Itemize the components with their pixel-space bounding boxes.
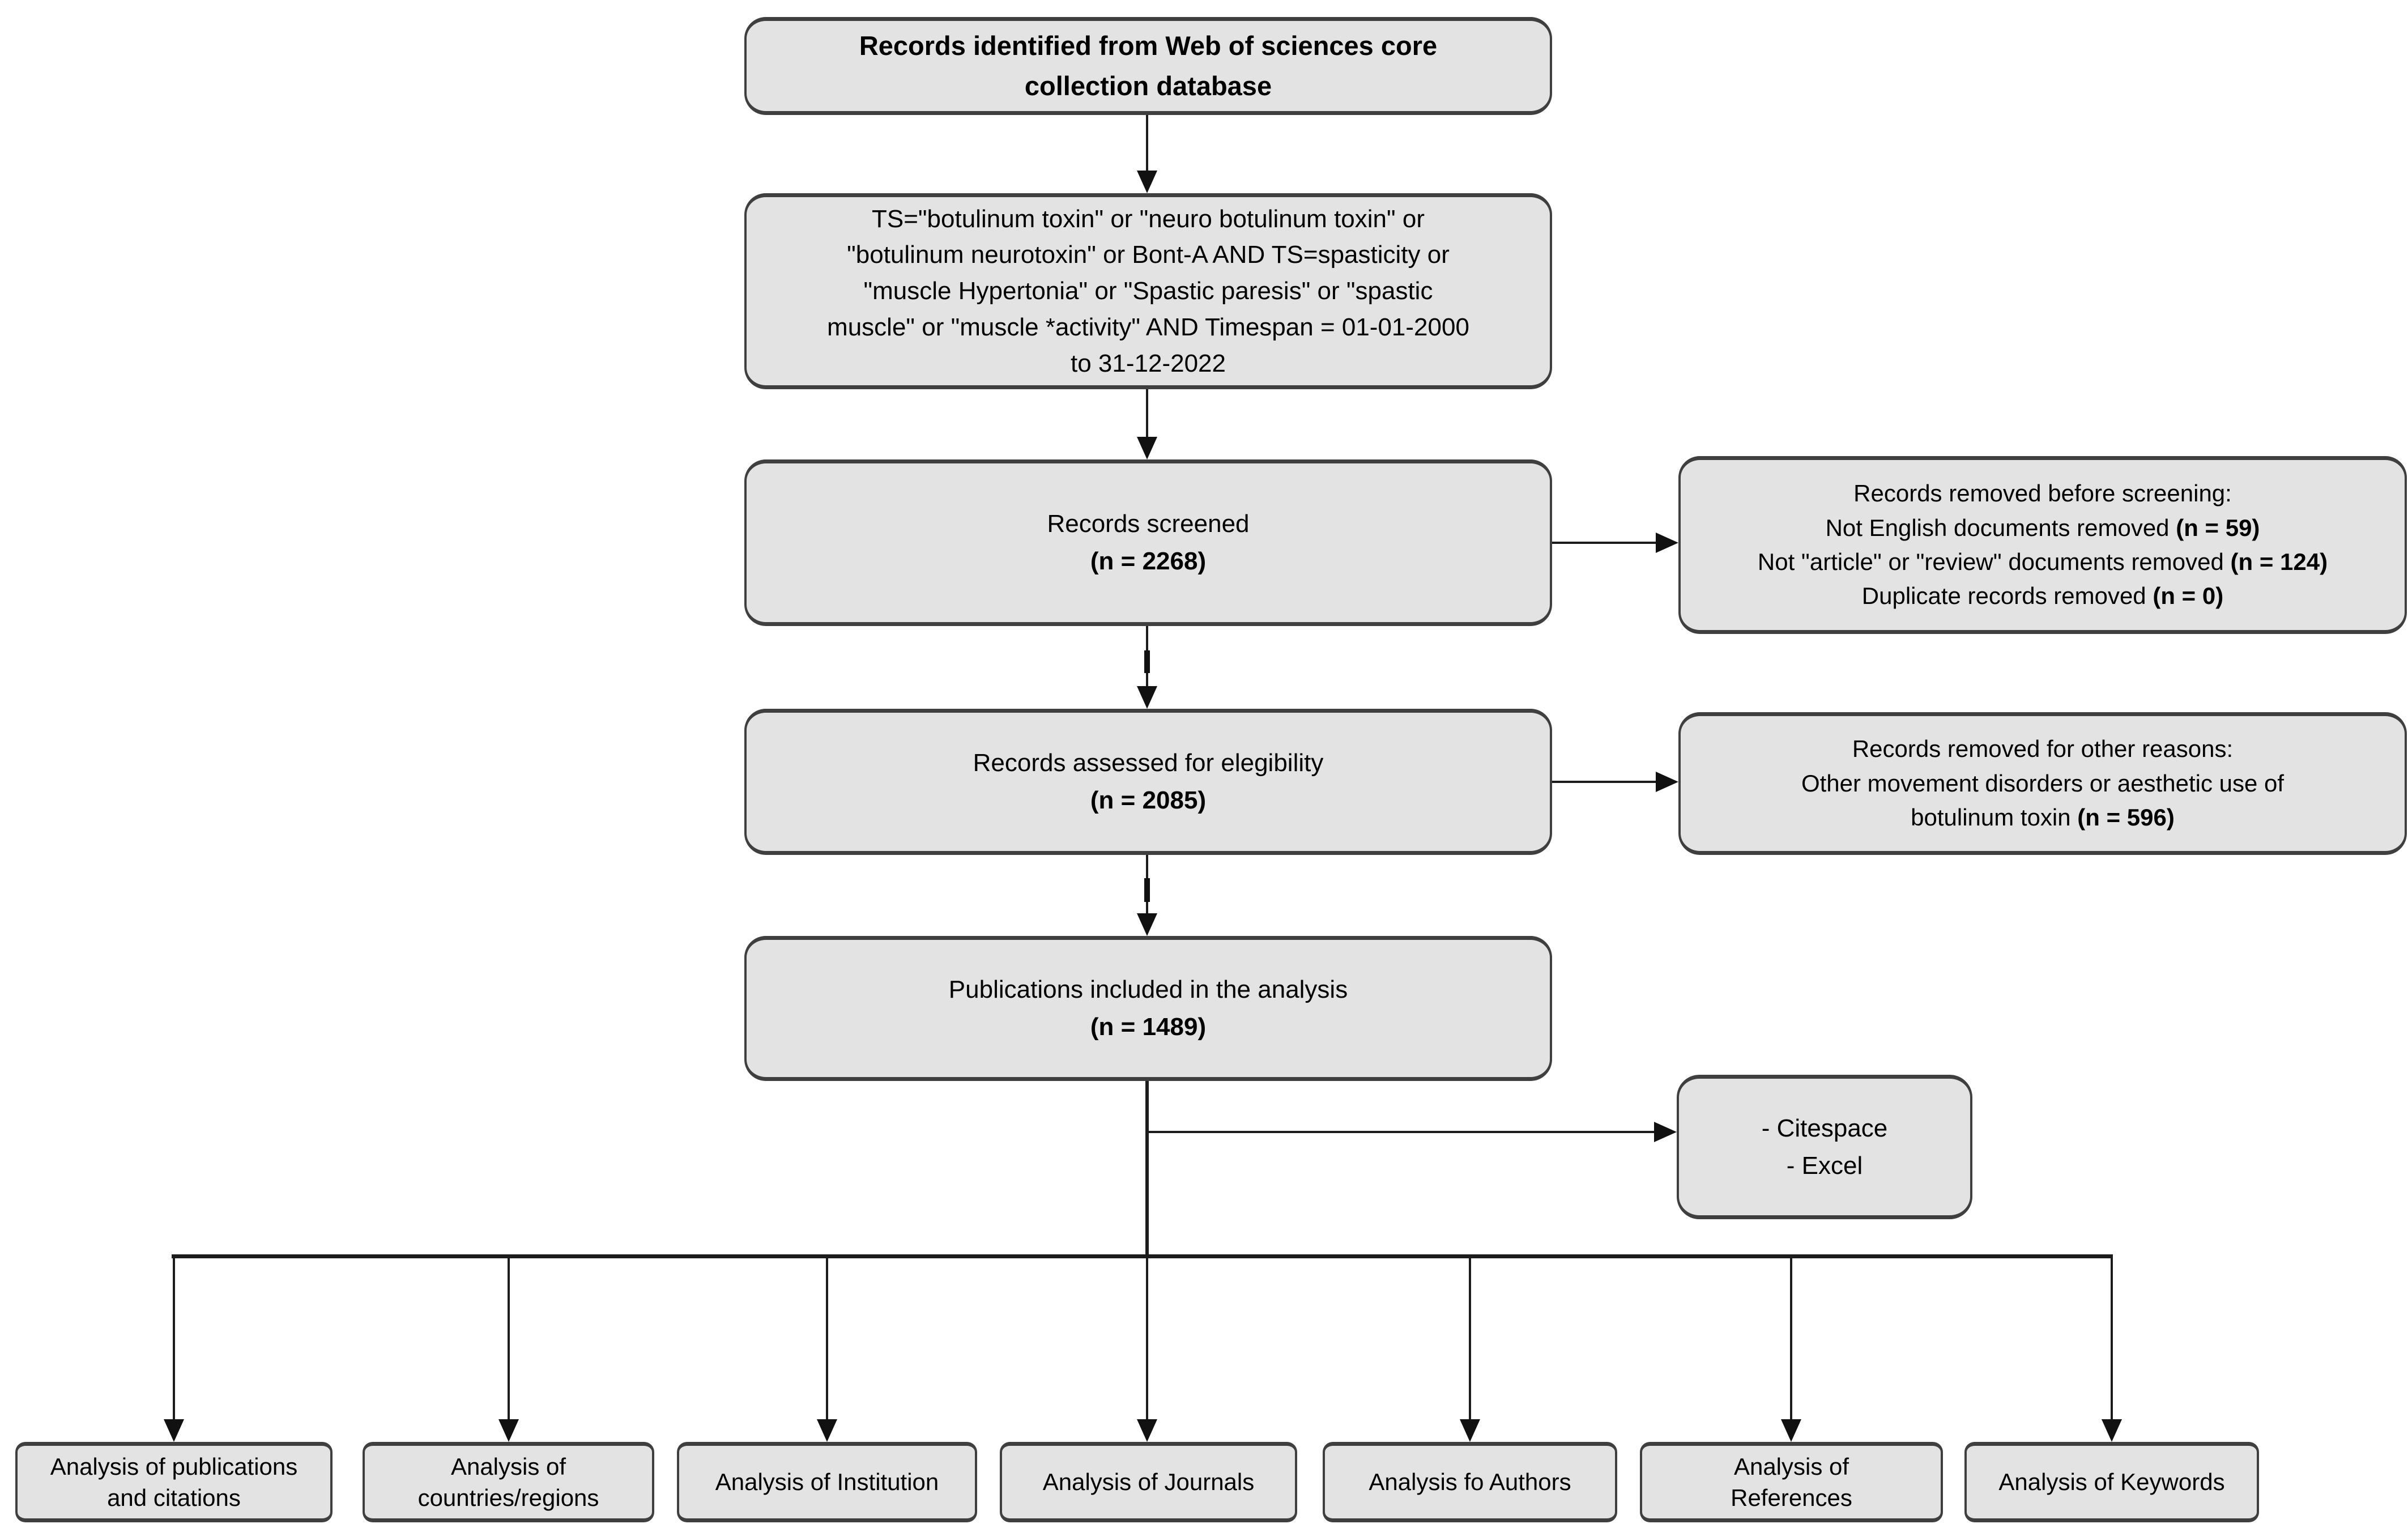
- arrowhead-down-icon: [498, 1419, 519, 1442]
- analysis-authors-label: Analysis fo Authors: [1369, 1469, 1571, 1496]
- records-assessed-count: (n = 2085): [1090, 786, 1207, 814]
- arrowhead-down-icon: [1137, 913, 1157, 936]
- arrowhead-down-icon: [1781, 1419, 1801, 1442]
- box-records-identified: Records identified from Web of sciences …: [744, 17, 1552, 115]
- box-analysis-keywords: Analysis of Keywords: [1964, 1442, 2259, 1522]
- publications-included-label: Publications included in the analysis: [948, 976, 1348, 1003]
- box-search-query: TS="botulinum toxin" or "neuro botulinum…: [744, 193, 1552, 389]
- connector-query-to-screened: [1146, 389, 1148, 440]
- box-records-screened: Records screened (n = 2268): [744, 459, 1552, 626]
- removed-other-title: Records removed for other reasons:: [1852, 735, 2234, 763]
- connector-identified-to-query: [1146, 115, 1148, 173]
- arrowhead-down-icon: [1137, 437, 1157, 459]
- analysis-institution-label: Analysis of Institution: [715, 1469, 939, 1496]
- records-screened-count: (n = 2268): [1090, 547, 1207, 575]
- box-analysis-journals: Analysis of Journals: [1000, 1442, 1297, 1522]
- analysis-references-line1: Analysis of: [1733, 1453, 1849, 1480]
- tools-line1: - Citespace: [1761, 1114, 1888, 1142]
- records-assessed-label: Records assessed for elegibility: [973, 749, 1324, 777]
- arrowhead-right-icon: [1656, 533, 1678, 553]
- removed-before-line3: Duplicate records removed (n = 0): [1862, 579, 2223, 613]
- search-query-line5: to 31-12-2022: [1071, 349, 1226, 377]
- tools-line2: - Excel: [1786, 1151, 1863, 1180]
- analysis-countries-line1: Analysis of: [450, 1453, 566, 1480]
- arrowhead-down-icon: [164, 1419, 184, 1442]
- box-analysis-countries-regions: Analysis of countries/regions: [363, 1442, 654, 1522]
- removed-before-line2: Not "article" or "review" documents remo…: [1758, 545, 2328, 579]
- box-analysis-authors: Analysis fo Authors: [1323, 1442, 1617, 1522]
- analysis-publications-line1: Analysis of publications: [50, 1453, 298, 1480]
- analysis-publications-line2: and citations: [107, 1484, 241, 1511]
- box-records-assessed: Records assessed for elegibility (n = 20…: [744, 709, 1552, 855]
- removed-before-line1: Not English documents removed (n = 59): [1826, 511, 2260, 545]
- box-publications-included: Publications included in the analysis (n…: [744, 936, 1552, 1081]
- publications-included-count: (n = 1489): [1090, 1013, 1207, 1041]
- analysis-references-line2: References: [1731, 1484, 1852, 1511]
- arrowhead-right-icon: [1656, 772, 1678, 792]
- distribution-bar: [172, 1254, 2113, 1258]
- drop-line-countries: [508, 1258, 510, 1421]
- box-analysis-publications-citations: Analysis of publications and citations: [15, 1442, 333, 1522]
- drop-line-publications: [173, 1258, 175, 1421]
- search-query-line3: "muscle Hypertonia" or "Spastic paresis"…: [863, 277, 1433, 305]
- removed-before-line1-count: (n = 59): [2176, 514, 2260, 541]
- arrowhead-down-icon: [1137, 686, 1157, 709]
- connector-branch-to-tools: [1147, 1131, 1657, 1133]
- search-query-line2: "botulinum neurotoxin" or Bont-A AND TS=…: [847, 241, 1450, 269]
- arrowhead-right-icon: [1654, 1122, 1677, 1142]
- removed-other-line2: Other movement disorders or aesthetic us…: [1801, 769, 2285, 797]
- removed-other-line3: botulinum toxin (n = 596): [1911, 801, 2175, 835]
- connector-screened-to-removed-before: [1552, 542, 1660, 544]
- removed-before-line1-text: Not English documents removed: [1825, 514, 2176, 541]
- drop-line-references: [1790, 1258, 1792, 1421]
- drop-line-journals: [1146, 1258, 1148, 1421]
- drop-line-authors: [1469, 1258, 1471, 1421]
- removed-before-line3-count: (n = 0): [2153, 582, 2224, 610]
- removed-before-line2-text: Not "article" or "review" documents remo…: [1757, 548, 2231, 575]
- removed-before-line3-text: Duplicate records removed: [1861, 582, 2153, 610]
- connector-included-to-bar: [1145, 1081, 1149, 1258]
- box-analysis-references: Analysis of References: [1640, 1442, 1943, 1522]
- connector-assessed-to-removed-other: [1552, 781, 1660, 783]
- search-query-line1: TS="botulinum toxin" or "neuro botulinum…: [872, 205, 1425, 233]
- box-removed-before-screening: Records removed before screening: Not En…: [1678, 456, 2407, 634]
- analysis-journals-label: Analysis of Journals: [1042, 1469, 1255, 1496]
- removed-other-line3-count: (n = 596): [2077, 804, 2175, 831]
- arrowhead-down-icon: [817, 1419, 837, 1442]
- arrowhead-down-icon: [2102, 1419, 2122, 1442]
- records-screened-label: Records screened: [1047, 510, 1250, 538]
- removed-before-title: Records removed before screening:: [1853, 480, 2232, 507]
- arrowhead-down-icon: [1460, 1419, 1480, 1442]
- arrowhead-down-icon: [1137, 1419, 1157, 1442]
- box-analysis-institution: Analysis of Institution: [677, 1442, 977, 1522]
- analysis-keywords-label: Analysis of Keywords: [1998, 1469, 2225, 1496]
- arrowhead-down-icon: [1137, 171, 1157, 193]
- records-identified-line2: collection database: [1024, 70, 1272, 101]
- search-query-line4: muscle" or "muscle *activity" AND Timesp…: [827, 313, 1469, 341]
- box-analysis-tools: - Citespace - Excel: [1677, 1075, 1972, 1219]
- removed-before-line2-count: (n = 124): [2230, 548, 2328, 575]
- box-removed-other-reasons: Records removed for other reasons: Other…: [1678, 712, 2407, 855]
- connector-dash-artifact: [1144, 878, 1150, 902]
- analysis-countries-line2: countries/regions: [417, 1484, 599, 1511]
- connector-dash-artifact: [1144, 650, 1150, 673]
- records-identified-line1: Records identified from Web of sciences …: [859, 31, 1438, 61]
- drop-line-institution: [826, 1258, 828, 1421]
- drop-line-keywords: [2111, 1258, 2113, 1421]
- removed-other-line3-text: botulinum toxin: [1911, 804, 2078, 831]
